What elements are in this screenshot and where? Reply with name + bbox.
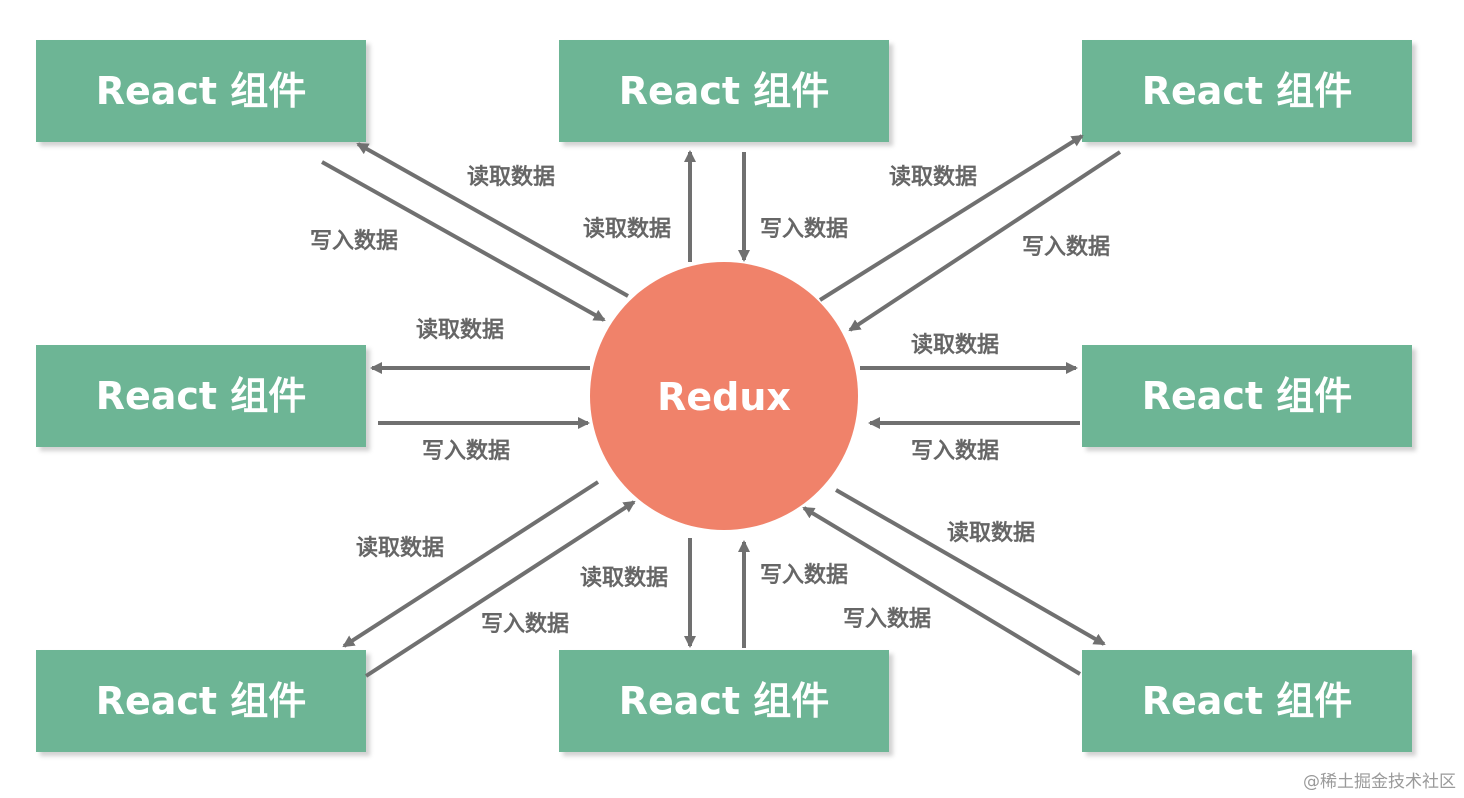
redux-label: Redux [657,375,791,419]
node-bottom-center-label: React 组件 [619,679,830,723]
node-top-center: React 组件 [559,40,889,142]
node-bottom-right: React 组件 [1082,650,1412,752]
label-read-middle-right: 读取数据 [911,332,999,358]
label-write-top-center: 写入数据 [760,216,848,242]
label-read-top-center: 读取数据 [583,216,671,242]
node-top-center-label: React 组件 [619,69,830,113]
arrow-read-top-left [356,142,629,298]
node-top-right: React 组件 [1082,40,1412,142]
label-write-bottom-right: 写入数据 [843,606,931,632]
redux-node: Redux [590,262,858,530]
node-bottom-left: React 组件 [36,650,366,752]
label-read-middle-left: 读取数据 [416,317,504,343]
arrow-write-top-left [321,160,606,322]
label-write-top-left: 写入数据 [310,228,398,254]
node-bottom-right-label: React 组件 [1142,679,1353,723]
label-read-bottom-right: 读取数据 [947,520,1035,546]
node-top-left: React 组件 [36,40,366,142]
node-middle-right-label: React 组件 [1142,374,1353,418]
arrow-read-bottom-right [835,488,1106,646]
label-write-middle-left: 写入数据 [422,438,510,464]
arrow-write-bottom-left [364,500,636,678]
arrow-write-top-right [848,150,1122,332]
arrow-read-bottom-left [342,480,600,648]
node-bottom-left-label: React 组件 [96,679,307,723]
label-read-bottom-center: 读取数据 [580,565,668,591]
node-middle-left: React 组件 [36,345,366,447]
label-write-top-right: 写入数据 [1022,234,1110,260]
label-write-bottom-center: 写入数据 [760,562,848,588]
node-top-left-label: React 组件 [96,69,307,113]
label-write-middle-right: 写入数据 [911,438,999,464]
arrow-read-top-right [818,134,1084,302]
label-read-top-left: 读取数据 [467,164,555,190]
label-read-top-right: 读取数据 [889,164,977,190]
node-bottom-center: React 组件 [559,650,889,752]
node-top-right-label: React 组件 [1142,69,1353,113]
arrow-write-bottom-right [802,506,1082,676]
label-read-bottom-left: 读取数据 [356,535,444,561]
node-middle-left-label: React 组件 [96,374,307,418]
label-write-bottom-left: 写入数据 [481,611,569,637]
watermark: @稀土掘金技术社区 [1303,772,1456,792]
node-middle-right: React 组件 [1082,345,1412,447]
